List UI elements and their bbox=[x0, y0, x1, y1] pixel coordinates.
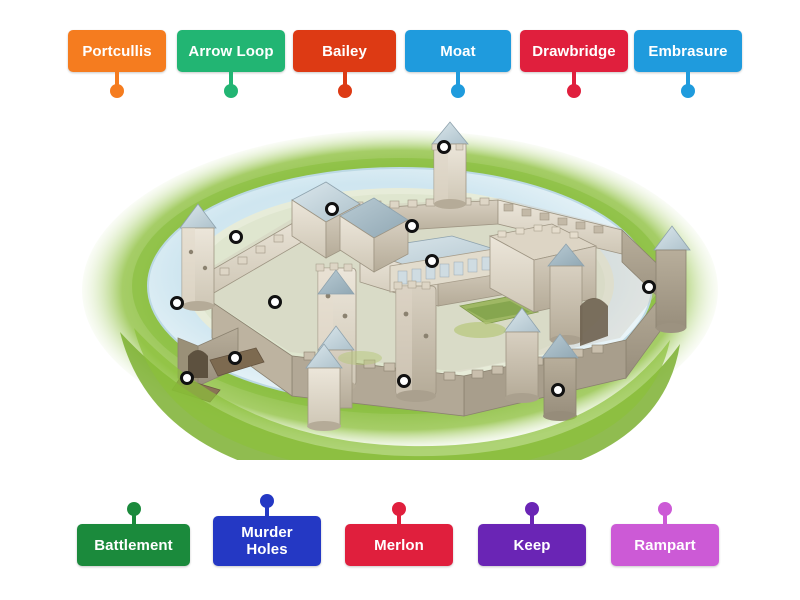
label-connector-knob-portcullis[interactable] bbox=[110, 84, 124, 98]
label-tag-text-battlement: Battlement bbox=[94, 536, 173, 554]
drop-target-12[interactable] bbox=[642, 280, 656, 294]
label-connector-knob-drawbridge[interactable] bbox=[567, 84, 581, 98]
drop-target-4[interactable] bbox=[229, 230, 243, 244]
label-connector-murder-holes bbox=[265, 500, 269, 518]
drop-target-7[interactable] bbox=[268, 295, 282, 309]
label-connector-rampart bbox=[663, 508, 667, 526]
drop-target-10[interactable] bbox=[397, 374, 411, 388]
label-tag-text-portcullis: Portcullis bbox=[82, 42, 152, 60]
drop-target-6[interactable] bbox=[170, 296, 184, 310]
label-connector-knob-bailey[interactable] bbox=[337, 84, 352, 98]
label-connector-bailey bbox=[342, 70, 347, 88]
label-tag-text-drawbridge: Drawbridge bbox=[532, 42, 616, 60]
drop-target-5[interactable] bbox=[425, 254, 439, 268]
label-tag-moat[interactable]: Moat bbox=[405, 30, 511, 72]
label-tag-embrasure[interactable]: Embrasure bbox=[634, 30, 742, 72]
castle-illustration bbox=[82, 121, 718, 460]
drop-target-9[interactable] bbox=[180, 371, 194, 385]
castle-diagram-image bbox=[60, 100, 740, 460]
label-tag-text-merlon: Merlon bbox=[374, 536, 424, 554]
drop-target-2[interactable] bbox=[325, 202, 339, 216]
label-tag-text-rampart: Rampart bbox=[634, 536, 696, 554]
drop-target-8[interactable] bbox=[228, 351, 242, 365]
label-tag-keep[interactable]: Keep bbox=[478, 524, 586, 566]
label-connector-knob-murder-holes[interactable] bbox=[260, 494, 274, 508]
label-tag-rampart[interactable]: Rampart bbox=[611, 524, 719, 566]
label-connector-keep bbox=[530, 508, 534, 526]
label-connector-moat bbox=[456, 70, 460, 88]
label-tag-portcullis[interactable]: Portcullis bbox=[68, 30, 166, 72]
label-tag-text-keep: Keep bbox=[513, 536, 551, 554]
label-tag-bailey[interactable]: Bailey bbox=[293, 30, 396, 72]
label-tag-text-moat: Moat bbox=[440, 42, 476, 60]
drop-target-3[interactable] bbox=[405, 219, 419, 233]
label-tag-arrow-loop[interactable]: Arrow Loop bbox=[177, 30, 285, 72]
label-connector-knob-moat[interactable] bbox=[451, 84, 465, 98]
label-tag-text-embrasure: Embrasure bbox=[648, 42, 728, 60]
label-connector-knob-rampart[interactable] bbox=[658, 502, 672, 516]
label-connector-knob-battlement[interactable] bbox=[126, 502, 141, 516]
drop-target-1[interactable] bbox=[437, 140, 451, 154]
label-connector-merlon bbox=[397, 508, 401, 526]
label-connector-knob-merlon[interactable] bbox=[392, 502, 406, 516]
label-tag-battlement[interactable]: Battlement bbox=[77, 524, 190, 566]
drop-target-11[interactable] bbox=[551, 383, 565, 397]
label-connector-arrow-loop bbox=[229, 70, 233, 88]
label-tag-text-arrow-loop: Arrow Loop bbox=[188, 42, 274, 60]
label-tag-drawbridge[interactable]: Drawbridge bbox=[520, 30, 628, 72]
label-connector-knob-keep[interactable] bbox=[525, 502, 539, 516]
label-connector-drawbridge bbox=[572, 70, 576, 88]
label-connector-embrasure bbox=[686, 70, 690, 88]
label-connector-knob-arrow-loop[interactable] bbox=[224, 84, 238, 98]
label-connector-portcullis bbox=[115, 70, 119, 88]
label-tag-merlon[interactable]: Merlon bbox=[345, 524, 453, 566]
label-tag-text-bailey: Bailey bbox=[322, 42, 367, 60]
label-connector-battlement bbox=[131, 508, 136, 526]
label-connector-knob-embrasure[interactable] bbox=[681, 84, 695, 98]
